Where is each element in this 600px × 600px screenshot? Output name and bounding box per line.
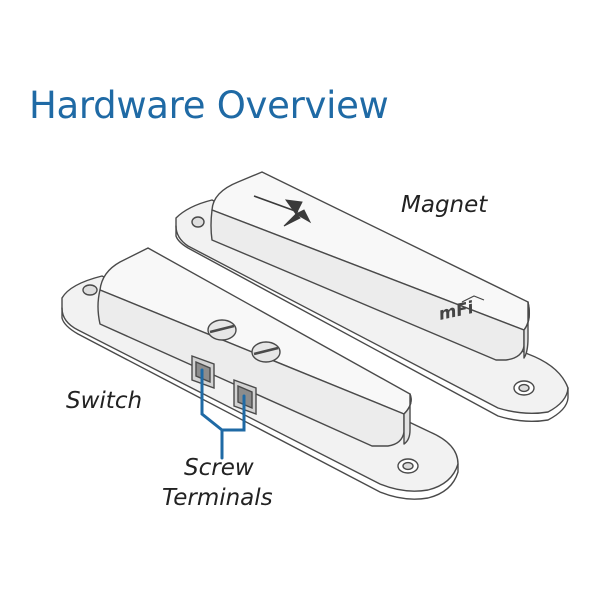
ubiquiti-logo-icon bbox=[253, 195, 312, 227]
switch-body-end bbox=[403, 393, 412, 445]
magnet-mounting-hole-right-inner bbox=[518, 383, 530, 393]
switch-plate-edge bbox=[61, 307, 459, 500]
page-title: Hardware Overview bbox=[29, 84, 389, 127]
magnet-plate-edge bbox=[175, 225, 569, 423]
magnet-body-end bbox=[523, 301, 531, 359]
mfi-brand-swoosh-icon bbox=[461, 295, 485, 303]
screw-terminals-callout bbox=[200, 368, 246, 460]
switch-screws bbox=[207, 319, 281, 363]
magnet-mounting-hole-left bbox=[191, 216, 205, 228]
screw-upper-slot bbox=[209, 324, 235, 334]
switch-mounting-hole-right-inner bbox=[402, 461, 414, 471]
magnet-body-front bbox=[210, 209, 525, 361]
switch-mounting-hole-left bbox=[82, 284, 98, 296]
magnet-assembly bbox=[175, 171, 569, 423]
switch-assembly bbox=[61, 247, 459, 500]
screw-terminals-label-line2: Terminals bbox=[162, 485, 273, 511]
callout-right-leg bbox=[220, 394, 246, 432]
switch-label: Switch bbox=[66, 388, 142, 414]
screw-lower-slot bbox=[253, 346, 279, 356]
magnet-label: Magnet bbox=[401, 192, 488, 218]
screw-terminals-label-line1: Screw bbox=[184, 455, 254, 481]
callout-left-leg bbox=[200, 368, 224, 432]
